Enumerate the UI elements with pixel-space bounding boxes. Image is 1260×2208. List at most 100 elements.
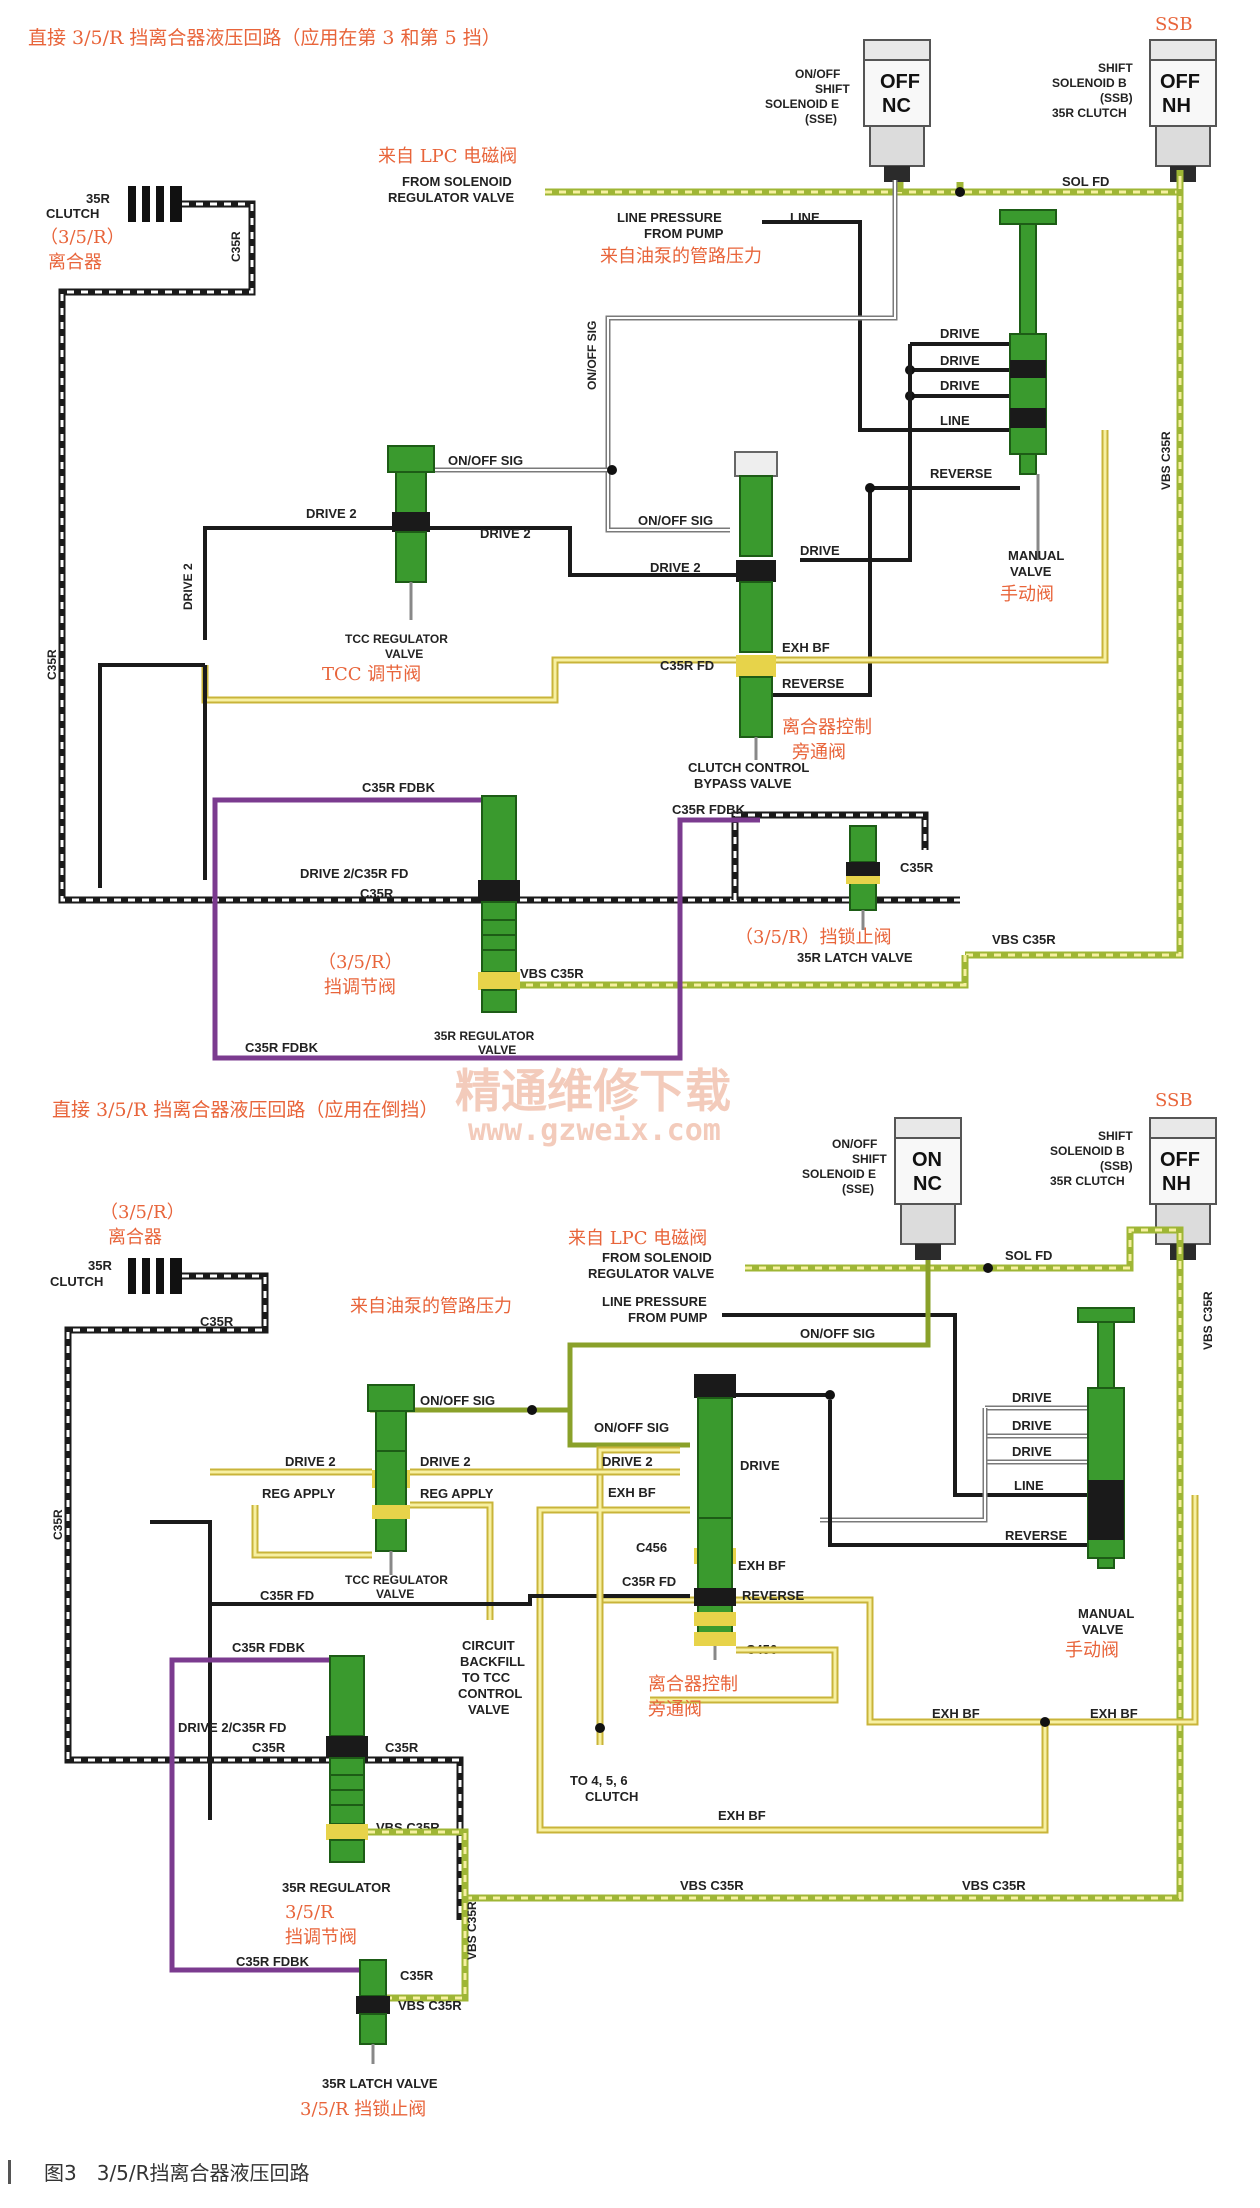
bottom-reverse-2: REVERSE bbox=[742, 1588, 804, 1603]
bottom-clutch-cn-2: 离合器 bbox=[108, 1227, 162, 1248]
bottom-latch-cn: 3/5/R 挡锁止阀 bbox=[300, 2099, 426, 2120]
bottom-backfill-1: CIRCUIT bbox=[462, 1638, 515, 1653]
bottom-sse-label-1: ON/OFF bbox=[832, 1137, 877, 1151]
bottom-drive2-2: DRIVE 2 bbox=[420, 1454, 471, 1469]
top-sse-solenoid: OFF NC bbox=[863, 39, 931, 182]
top-clutch-label-2: CLUTCH bbox=[46, 206, 99, 221]
top-sse-label-4: (SSE) bbox=[805, 112, 837, 126]
top-from-solenoid-2: REGULATOR VALVE bbox=[388, 190, 514, 205]
bottom-drive-2: DRIVE bbox=[1012, 1418, 1052, 1433]
top-35r-clutch bbox=[128, 186, 182, 222]
top-clutch-cn-2: 离合器 bbox=[48, 252, 102, 273]
bottom-vbs-c35r-1: VBS C35R bbox=[680, 1878, 744, 1893]
bottom-exh-bf-2: EXH BF bbox=[1090, 1706, 1138, 1721]
bottom-ssb-desc-2: SOLENOID B bbox=[1050, 1144, 1125, 1158]
top-tcc-cn: TCC 调节阀 bbox=[322, 664, 421, 685]
top-drive2-3: DRIVE 2 bbox=[650, 560, 701, 575]
top-ssb-desc-4: 35R CLUTCH bbox=[1052, 106, 1127, 120]
top-bypass-2: BYPASS VALVE bbox=[694, 776, 792, 791]
top-sse-label-1: ON/OFF bbox=[795, 67, 840, 81]
bottom-line: LINE bbox=[1014, 1478, 1044, 1493]
top-ssb-desc-3: (SSB) bbox=[1100, 91, 1133, 105]
top-line-pressure-circuit bbox=[762, 220, 1020, 432]
top-drive2-2: DRIVE 2 bbox=[480, 526, 531, 541]
top-bypass-1: CLUTCH CONTROL bbox=[688, 760, 809, 775]
bottom-exh-bf-5: EXH BF bbox=[738, 1558, 786, 1573]
bottom-35r-clutch bbox=[128, 1258, 182, 1294]
top-ssb-label: SSB bbox=[1155, 14, 1193, 35]
bottom-lpc-cn: 来自 LPC 电磁阀 bbox=[568, 1228, 707, 1249]
top-onoff-sig-1: ON/OFF SIG bbox=[448, 453, 523, 468]
top-vbs-c35r-line bbox=[965, 182, 1184, 959]
top-ssb-desc-1: SHIFT bbox=[1098, 61, 1133, 75]
bottom-backfill-3: TO TCC bbox=[462, 1670, 511, 1685]
bottom-pump-cn: 来自油泵的管路压力 bbox=[350, 1296, 512, 1317]
bottom-backfill-2: BACKFILL bbox=[460, 1654, 525, 1669]
bottom-tcc-valve-1: TCC REGULATOR bbox=[345, 1573, 448, 1587]
top-sse-state-2: NC bbox=[882, 95, 911, 117]
bottom-from-solenoid-1: FROM SOLENOID bbox=[602, 1250, 712, 1265]
bottom-backfill-5: VALVE bbox=[468, 1702, 510, 1717]
top-tcc-valve-2: VALVE bbox=[385, 647, 423, 661]
top-drive2-vert: DRIVE 2 bbox=[181, 563, 195, 610]
bottom-title: 直接 3/5/R 挡离合器液压回路（应用在倒挡） bbox=[52, 1099, 438, 1121]
bottom-to-clutch-1: TO 4, 5, 6 bbox=[570, 1773, 628, 1788]
bottom-onoff-sig-2: ON/OFF SIG bbox=[420, 1393, 495, 1408]
bottom-tcc-valve-2: VALVE bbox=[376, 1587, 414, 1601]
bottom-exh-bf-1: EXH BF bbox=[932, 1706, 980, 1721]
top-sse-label-3: SOLENOID E bbox=[765, 97, 839, 111]
top-reverse-2: REVERSE bbox=[782, 676, 844, 691]
bottom-tcc-regulator-valve bbox=[367, 1384, 415, 1575]
top-drive-bypass: DRIVE bbox=[800, 543, 840, 558]
bottom-reg-cn-2: 挡调节阀 bbox=[285, 1927, 357, 1948]
top-bypass-cn-2: 旁通阀 bbox=[792, 742, 846, 763]
bottom-drive2-1: DRIVE 2 bbox=[285, 1454, 336, 1469]
bottom-exh-bf-3: EXH BF bbox=[718, 1808, 766, 1823]
bottom-drive: DRIVE bbox=[740, 1458, 780, 1473]
top-from-solenoid-1: FROM SOLENOID bbox=[402, 174, 512, 189]
bottom-vbs-c35r-2: VBS C35R bbox=[962, 1878, 1026, 1893]
bottom-reg-valve: 35R REGULATOR bbox=[282, 1880, 391, 1895]
top-ssb-desc-2: SOLENOID B bbox=[1052, 76, 1127, 90]
bottom-backfill-4: CONTROL bbox=[458, 1686, 522, 1701]
bottom-ssb-desc-3: (SSB) bbox=[1100, 1159, 1133, 1173]
top-c35r-mid: C35R bbox=[360, 886, 394, 901]
top-title: 直接 3/5/R 挡离合器液压回路（应用在第 3 和第 5 挡） bbox=[28, 27, 501, 49]
bottom-c35r-fdbk-1: C35R FDBK bbox=[232, 1640, 306, 1655]
bottom-c35r-mid-1: C35R bbox=[252, 1740, 286, 1755]
top-c35r-left: C35R bbox=[45, 649, 59, 680]
top-c35r-fdbk-2: C35R FDBK bbox=[672, 802, 746, 817]
bottom-drive2-c35r-fd: DRIVE 2/C35R FD bbox=[178, 1720, 286, 1735]
bottom-exh-bf-4: EXH BF bbox=[608, 1485, 656, 1500]
bottom-bypass-cn-1: 离合器控制 bbox=[648, 1674, 738, 1695]
bottom-clutch-label-2: CLUTCH bbox=[50, 1274, 103, 1289]
bottom-sse-label-2: SHIFT bbox=[852, 1152, 887, 1166]
top-drive2-c35r-fd: DRIVE 2/C35R FD bbox=[300, 866, 408, 881]
top-35r-latch-valve bbox=[846, 825, 880, 930]
top-line-pressure-2: FROM PUMP bbox=[644, 226, 724, 241]
bottom-drive-3: DRIVE bbox=[1012, 1444, 1052, 1459]
top-reverse: REVERSE bbox=[930, 466, 992, 481]
bottom-c35r-latch: C35R bbox=[400, 1968, 434, 1983]
top-drive-2: DRIVE bbox=[940, 353, 980, 368]
top-onoff-sig-2: ON/OFF SIG bbox=[638, 513, 713, 528]
top-reg-valve-1: 35R REGULATOR bbox=[434, 1029, 535, 1043]
watermark-url: www.gzweix.com bbox=[468, 1113, 721, 1148]
bottom-ssb-desc-1: SHIFT bbox=[1098, 1129, 1133, 1143]
top-onoff-sig-vert: ON/OFF SIG bbox=[585, 321, 599, 390]
top-clutch-bypass-valve bbox=[734, 451, 778, 760]
bottom-vbs-c35r-vert2: VBS C35R bbox=[465, 1901, 479, 1960]
top-line-pressure-1: LINE PRESSURE bbox=[617, 210, 722, 225]
bottom-reg-apply-1: REG APPLY bbox=[262, 1486, 336, 1501]
bottom-diagram: 直接 3/5/R 挡离合器液压回路（应用在倒挡） SSB ON NC ON/OF… bbox=[50, 1090, 1217, 2120]
bottom-reg-cn-1: 3/5/R bbox=[285, 1902, 334, 1923]
top-drive-1: DRIVE bbox=[940, 326, 980, 341]
top-vbs-c35r-1: VBS C35R bbox=[992, 932, 1056, 947]
bottom-sse-state-1: ON bbox=[912, 1149, 942, 1171]
caption-bar bbox=[8, 2160, 11, 2184]
top-line-2: LINE bbox=[940, 413, 970, 428]
top-reg-cn-1: （3/5/R） bbox=[318, 952, 403, 973]
top-manual-cn: 手动阀 bbox=[1000, 584, 1054, 605]
bottom-from-solenoid-2: REGULATOR VALVE bbox=[588, 1266, 714, 1281]
